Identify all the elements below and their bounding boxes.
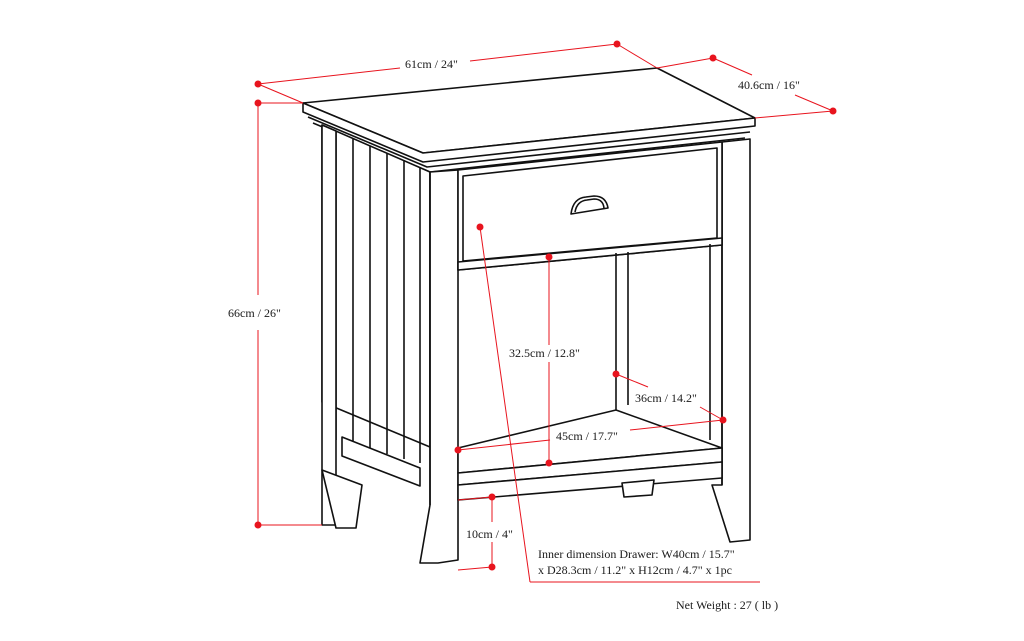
- depth-label: 40.6cm / 16": [738, 78, 800, 92]
- width-label: 61cm / 24": [405, 57, 458, 71]
- shelf-opening-height-label: 32.5cm / 12.8": [509, 346, 580, 360]
- drawer-note-line-2: x D28.3cm / 11.2" x H12cm / 4.7" x 1pc: [538, 563, 732, 577]
- shelf-width-label: 45cm / 17.7": [556, 429, 618, 443]
- shelf-depth-label: 36cm / 14.2": [635, 391, 697, 405]
- net-weight-label: Net Weight : 27 ( lb ): [676, 598, 779, 612]
- leg-clearance-label: 10cm / 4": [466, 527, 513, 541]
- drawer-note-line-1: Inner dimension Drawer: W40cm / 15.7": [538, 547, 735, 561]
- height-label: 66cm / 26": [228, 306, 281, 320]
- drawer-inner-dimension-note: Inner dimension Drawer: W40cm / 15.7" x …: [538, 546, 735, 578]
